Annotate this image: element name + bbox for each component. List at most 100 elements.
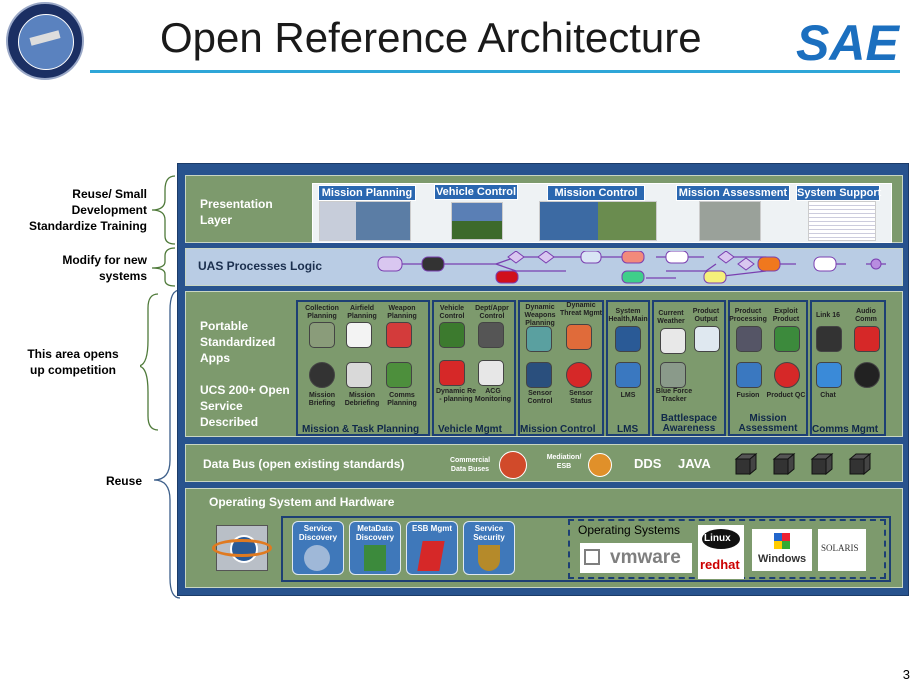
- sensor-control-icon[interactable]: [526, 362, 552, 388]
- dynamic-weapons-icon[interactable]: [526, 326, 552, 352]
- os-layer: Operating System and Hardware Service Di…: [185, 488, 903, 588]
- app-system-health: System Health,Main: [608, 308, 648, 323]
- app-mission-briefing: Mission Briefing: [308, 392, 336, 407]
- vmware-logo: vmware: [580, 543, 692, 573]
- app-audio-comm: Audio Comm: [855, 308, 877, 323]
- services-box: [281, 516, 891, 582]
- product-output-icon[interactable]: [694, 326, 720, 352]
- exploit-product-icon[interactable]: [774, 326, 800, 352]
- title-rule: [90, 70, 900, 73]
- app-link-16: Link 16: [815, 312, 841, 319]
- group-mission-control: [518, 300, 604, 436]
- vehicle-control-screenshot: [451, 202, 503, 240]
- system-health-icon[interactable]: [615, 326, 641, 352]
- uas-processes-layer: UAS Processes Logic: [185, 248, 903, 286]
- page-number: 3: [902, 667, 910, 682]
- cube-icon: [734, 453, 758, 475]
- app-dynamic-threat-mgmt: Dynamic Threat Mgmt: [560, 302, 602, 317]
- app-mission-debriefing: Mission Debriefing: [344, 392, 380, 407]
- java-label: JAVA: [678, 456, 711, 471]
- group-comms-mgmt: [810, 300, 886, 436]
- link-16-icon[interactable]: [816, 326, 842, 352]
- group-label: Mission Control: [520, 424, 596, 435]
- mediation-esb-icon: [588, 453, 612, 477]
- group-vehicle-mgmt: [432, 300, 516, 436]
- sae-logo: SAE: [796, 15, 900, 71]
- mission-control-screenshot: [539, 201, 657, 241]
- brace-lines: [140, 175, 181, 599]
- system-support-screenshot: [808, 201, 876, 241]
- sensor-status-icon[interactable]: [566, 362, 592, 388]
- cube-icon: [810, 453, 834, 475]
- app-collection-planning: Collection Planning: [305, 305, 339, 320]
- audio-icon[interactable]: [854, 362, 880, 388]
- weapon-planning-icon[interactable]: [386, 322, 412, 348]
- app-sensor-control: Sensor Control: [527, 390, 553, 405]
- group-label: Mission Assessment: [738, 413, 798, 434]
- app-product-processing: Product Processing: [729, 308, 767, 323]
- dept-appr-control-icon[interactable]: [478, 322, 504, 348]
- group-lms: [606, 300, 650, 436]
- tab-mission-assessment[interactable]: Mission Assessment: [676, 185, 790, 201]
- product-qc-icon[interactable]: [774, 362, 800, 388]
- commercial-databus-icon: [499, 451, 527, 479]
- commercial-databuses-label: Commercial Data Buses: [449, 457, 491, 473]
- app-fusion: Fusion: [736, 392, 760, 399]
- databus-layer: Data Bus (open existing standards) Comme…: [185, 444, 903, 482]
- redhat-linux-logo: Linux redhat: [698, 525, 744, 579]
- os-label: Operating System and Hardware: [209, 495, 395, 509]
- app-product-output: Product Output: [692, 308, 720, 323]
- app-vehicle-control: Vehicle Control: [439, 305, 465, 320]
- service-discovery-icon: [304, 545, 330, 571]
- mission-planning-screenshot: [319, 201, 411, 241]
- acg-monitoring-icon[interactable]: [478, 360, 504, 386]
- lms-icon[interactable]: [615, 362, 641, 388]
- current-weather-icon[interactable]: [660, 328, 686, 354]
- vmware-logo-text: vmware: [610, 547, 681, 568]
- app-dynamic-replanning: Dynamic Re - planning: [435, 388, 477, 403]
- dynamic-replanning-icon[interactable]: [439, 360, 465, 386]
- svg-text:SAE: SAE: [796, 18, 900, 64]
- process-flow-diagram: [377, 251, 886, 284]
- airfield-planning-icon[interactable]: [346, 322, 372, 348]
- product-processing-icon[interactable]: [736, 326, 762, 352]
- group-label: Mission & Task Planning: [302, 424, 420, 435]
- group-label: Comms Mgmt: [812, 424, 879, 435]
- label-reuse: Reuse: [105, 474, 142, 488]
- tab-system-support[interactable]: System Support: [796, 185, 882, 201]
- vehicle-control-icon[interactable]: [439, 322, 465, 348]
- tab-vehicle-control[interactable]: Vehicle Control: [434, 184, 518, 200]
- app-dynamic-weapons-planning: Dynamic Weapons Planning: [524, 304, 556, 327]
- mission-debriefing-icon[interactable]: [346, 362, 372, 388]
- tab-mission-control[interactable]: Mission Control: [547, 185, 645, 201]
- page-title: Open Reference Architecture: [160, 14, 702, 61]
- tab-mission-planning[interactable]: Mission Planning: [318, 185, 416, 201]
- os-hardware-icon: [212, 519, 272, 575]
- collection-planning-icon[interactable]: [309, 322, 335, 348]
- chat-icon[interactable]: [816, 362, 842, 388]
- comms-planning-icon[interactable]: [386, 362, 412, 388]
- group-mission-task-planning: [296, 300, 430, 436]
- solaris-logo: SOLARIS: [818, 529, 866, 571]
- fusion-icon[interactable]: [736, 362, 762, 388]
- app-blue-force-tracker: Blue Force Tracker: [655, 388, 693, 403]
- cube-icon: [848, 453, 872, 475]
- uas-control-segment-seal: [6, 2, 84, 80]
- app-airfield-planning: Airfield Planning: [347, 305, 377, 320]
- blue-force-tracker-icon[interactable]: [660, 362, 686, 388]
- group-battlespace-awareness: [652, 300, 726, 436]
- app-weapon-planning: Weapon Planning: [387, 305, 417, 320]
- dynamic-threat-icon[interactable]: [566, 324, 592, 350]
- app-comms-planning: Comms Planning: [387, 392, 417, 407]
- audio-comm-icon[interactable]: [854, 326, 880, 352]
- mission-briefing-icon[interactable]: [309, 362, 335, 388]
- cube-icon: [772, 453, 796, 475]
